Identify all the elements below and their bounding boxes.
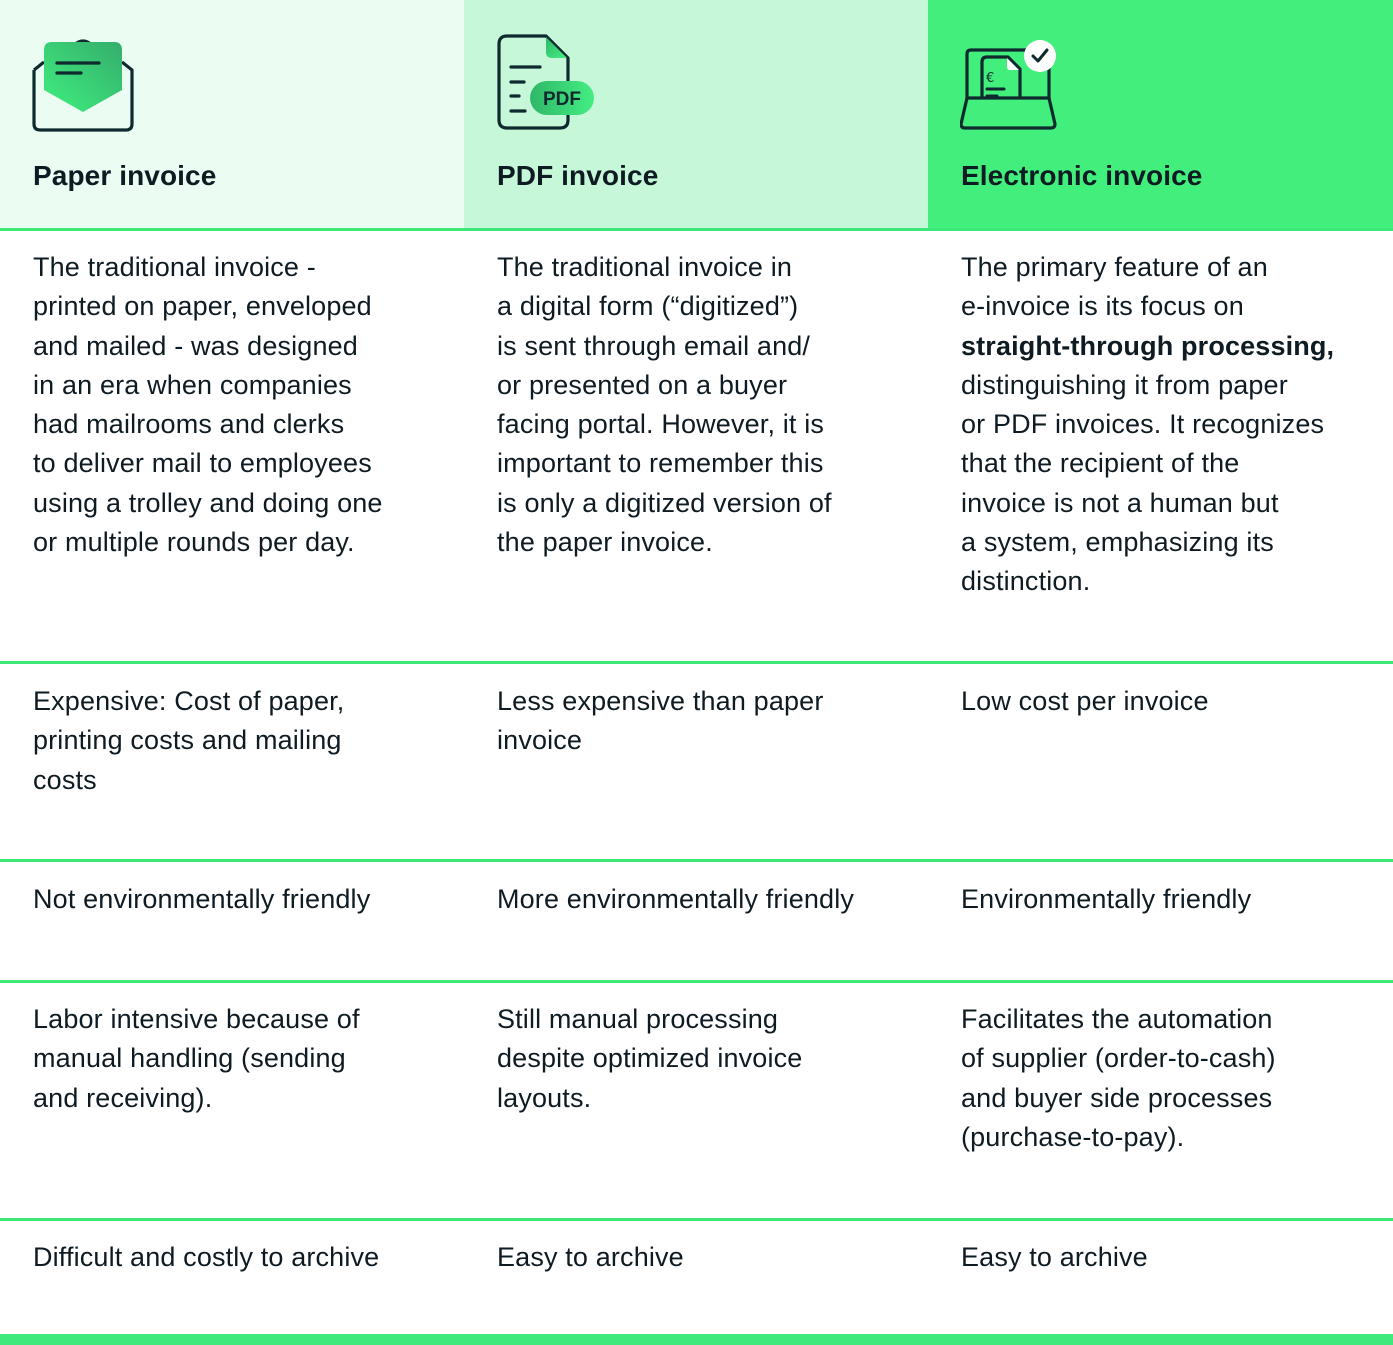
text-line: a system, emphasizing its <box>961 527 1274 558</box>
text-line: of supplier (order-to-cash) <box>961 1043 1276 1074</box>
text-line: The primary feature of an <box>961 252 1268 282</box>
text-line: Difficult and costly to archive <box>33 1242 380 1272</box>
bottom-bar <box>0 1334 1393 1345</box>
text-line: a digital form (“digitized”) <box>497 291 799 322</box>
svg-text:€: € <box>986 71 994 86</box>
text-line: Facilitates the automation <box>961 1004 1273 1034</box>
column-title-paper: Paper invoice <box>33 160 217 191</box>
column-title-pdf: PDF invoice <box>497 160 659 191</box>
open-envelope-icon <box>32 39 134 132</box>
header-paper-invoice: Paper invoice <box>0 0 464 228</box>
column-title-electronic: Electronic invoice <box>961 160 1203 191</box>
text-line: facing portal. However, it is <box>497 409 824 440</box>
text-line: important to remember this <box>497 448 824 479</box>
divider <box>0 859 1393 862</box>
text-line: Low cost per invoice <box>961 686 1209 716</box>
pdf-document-icon: PDF <box>497 34 594 130</box>
text-line: in an era when companies <box>33 369 352 400</box>
text-line: Environmentally friendly <box>961 884 1252 914</box>
divider <box>0 1218 1393 1221</box>
text-line: and buyer side processes <box>961 1082 1273 1113</box>
header-pdf-invoice: PDF PDF invoice <box>464 0 928 228</box>
divider <box>0 980 1393 983</box>
text-line: costs <box>33 764 97 795</box>
text-line: despite optimized invoice <box>497 1043 803 1074</box>
text-line: The traditional invoice - <box>33 252 316 282</box>
text-line: e-invoice is its focus on <box>961 291 1244 322</box>
text-line: Easy to archive <box>497 1242 684 1272</box>
text-line: Still manual processing <box>497 1004 779 1034</box>
text-line: or multiple rounds per day. <box>33 527 355 558</box>
text-line: or presented on a buyer <box>497 369 788 400</box>
text-line: printing costs and mailing <box>33 725 342 756</box>
text-line: or PDF invoices. It recognizes <box>961 409 1325 440</box>
comparison-header: Paper invoice PDF PDF invoice <box>0 0 1393 228</box>
text-line: Less expensive than paper <box>497 686 824 716</box>
text-line: had mailrooms and clerks <box>33 409 345 440</box>
text-line: distinguishing it from paper <box>961 369 1288 400</box>
text-line: More environmentally friendly <box>497 884 854 914</box>
emphasis-straight-through-processing: straight-through processing, <box>961 330 1335 361</box>
text-line: Expensive: Cost of paper, <box>33 686 345 716</box>
divider <box>0 661 1393 664</box>
text-line: invoice <box>497 725 583 756</box>
text-line: using a trolley and doing one <box>33 487 383 518</box>
text-line: invoice is not a human but <box>961 487 1279 518</box>
text-line: layouts. <box>497 1082 592 1113</box>
text-line: and receiving). <box>33 1082 213 1113</box>
text-line: Labor intensive because of <box>33 1004 360 1034</box>
text-line: the paper invoice. <box>497 527 713 558</box>
text-line: is sent through email and/ <box>497 330 811 361</box>
text-line: distinction. <box>961 566 1091 597</box>
divider <box>0 228 1393 231</box>
header-electronic-invoice: € Electronic invoice <box>928 0 1393 228</box>
text-line: Easy to archive <box>961 1242 1148 1272</box>
text-line: The traditional invoice in <box>497 252 793 282</box>
svg-text:PDF: PDF <box>543 89 581 110</box>
text-line: (purchase-to-pay). <box>961 1121 1185 1152</box>
text-line: manual handling (sending <box>33 1043 346 1074</box>
text-line: and mailed - was designed <box>33 330 358 361</box>
laptop-invoice-check-icon: € <box>960 40 1057 130</box>
text-line: that the recipient of the <box>961 448 1240 479</box>
text-line: Not environmentally friendly <box>33 884 371 914</box>
text-line: to deliver mail to employees <box>33 448 372 479</box>
text-line: printed on paper, enveloped <box>33 291 372 322</box>
text-line: is only a digitized version of <box>497 487 832 518</box>
